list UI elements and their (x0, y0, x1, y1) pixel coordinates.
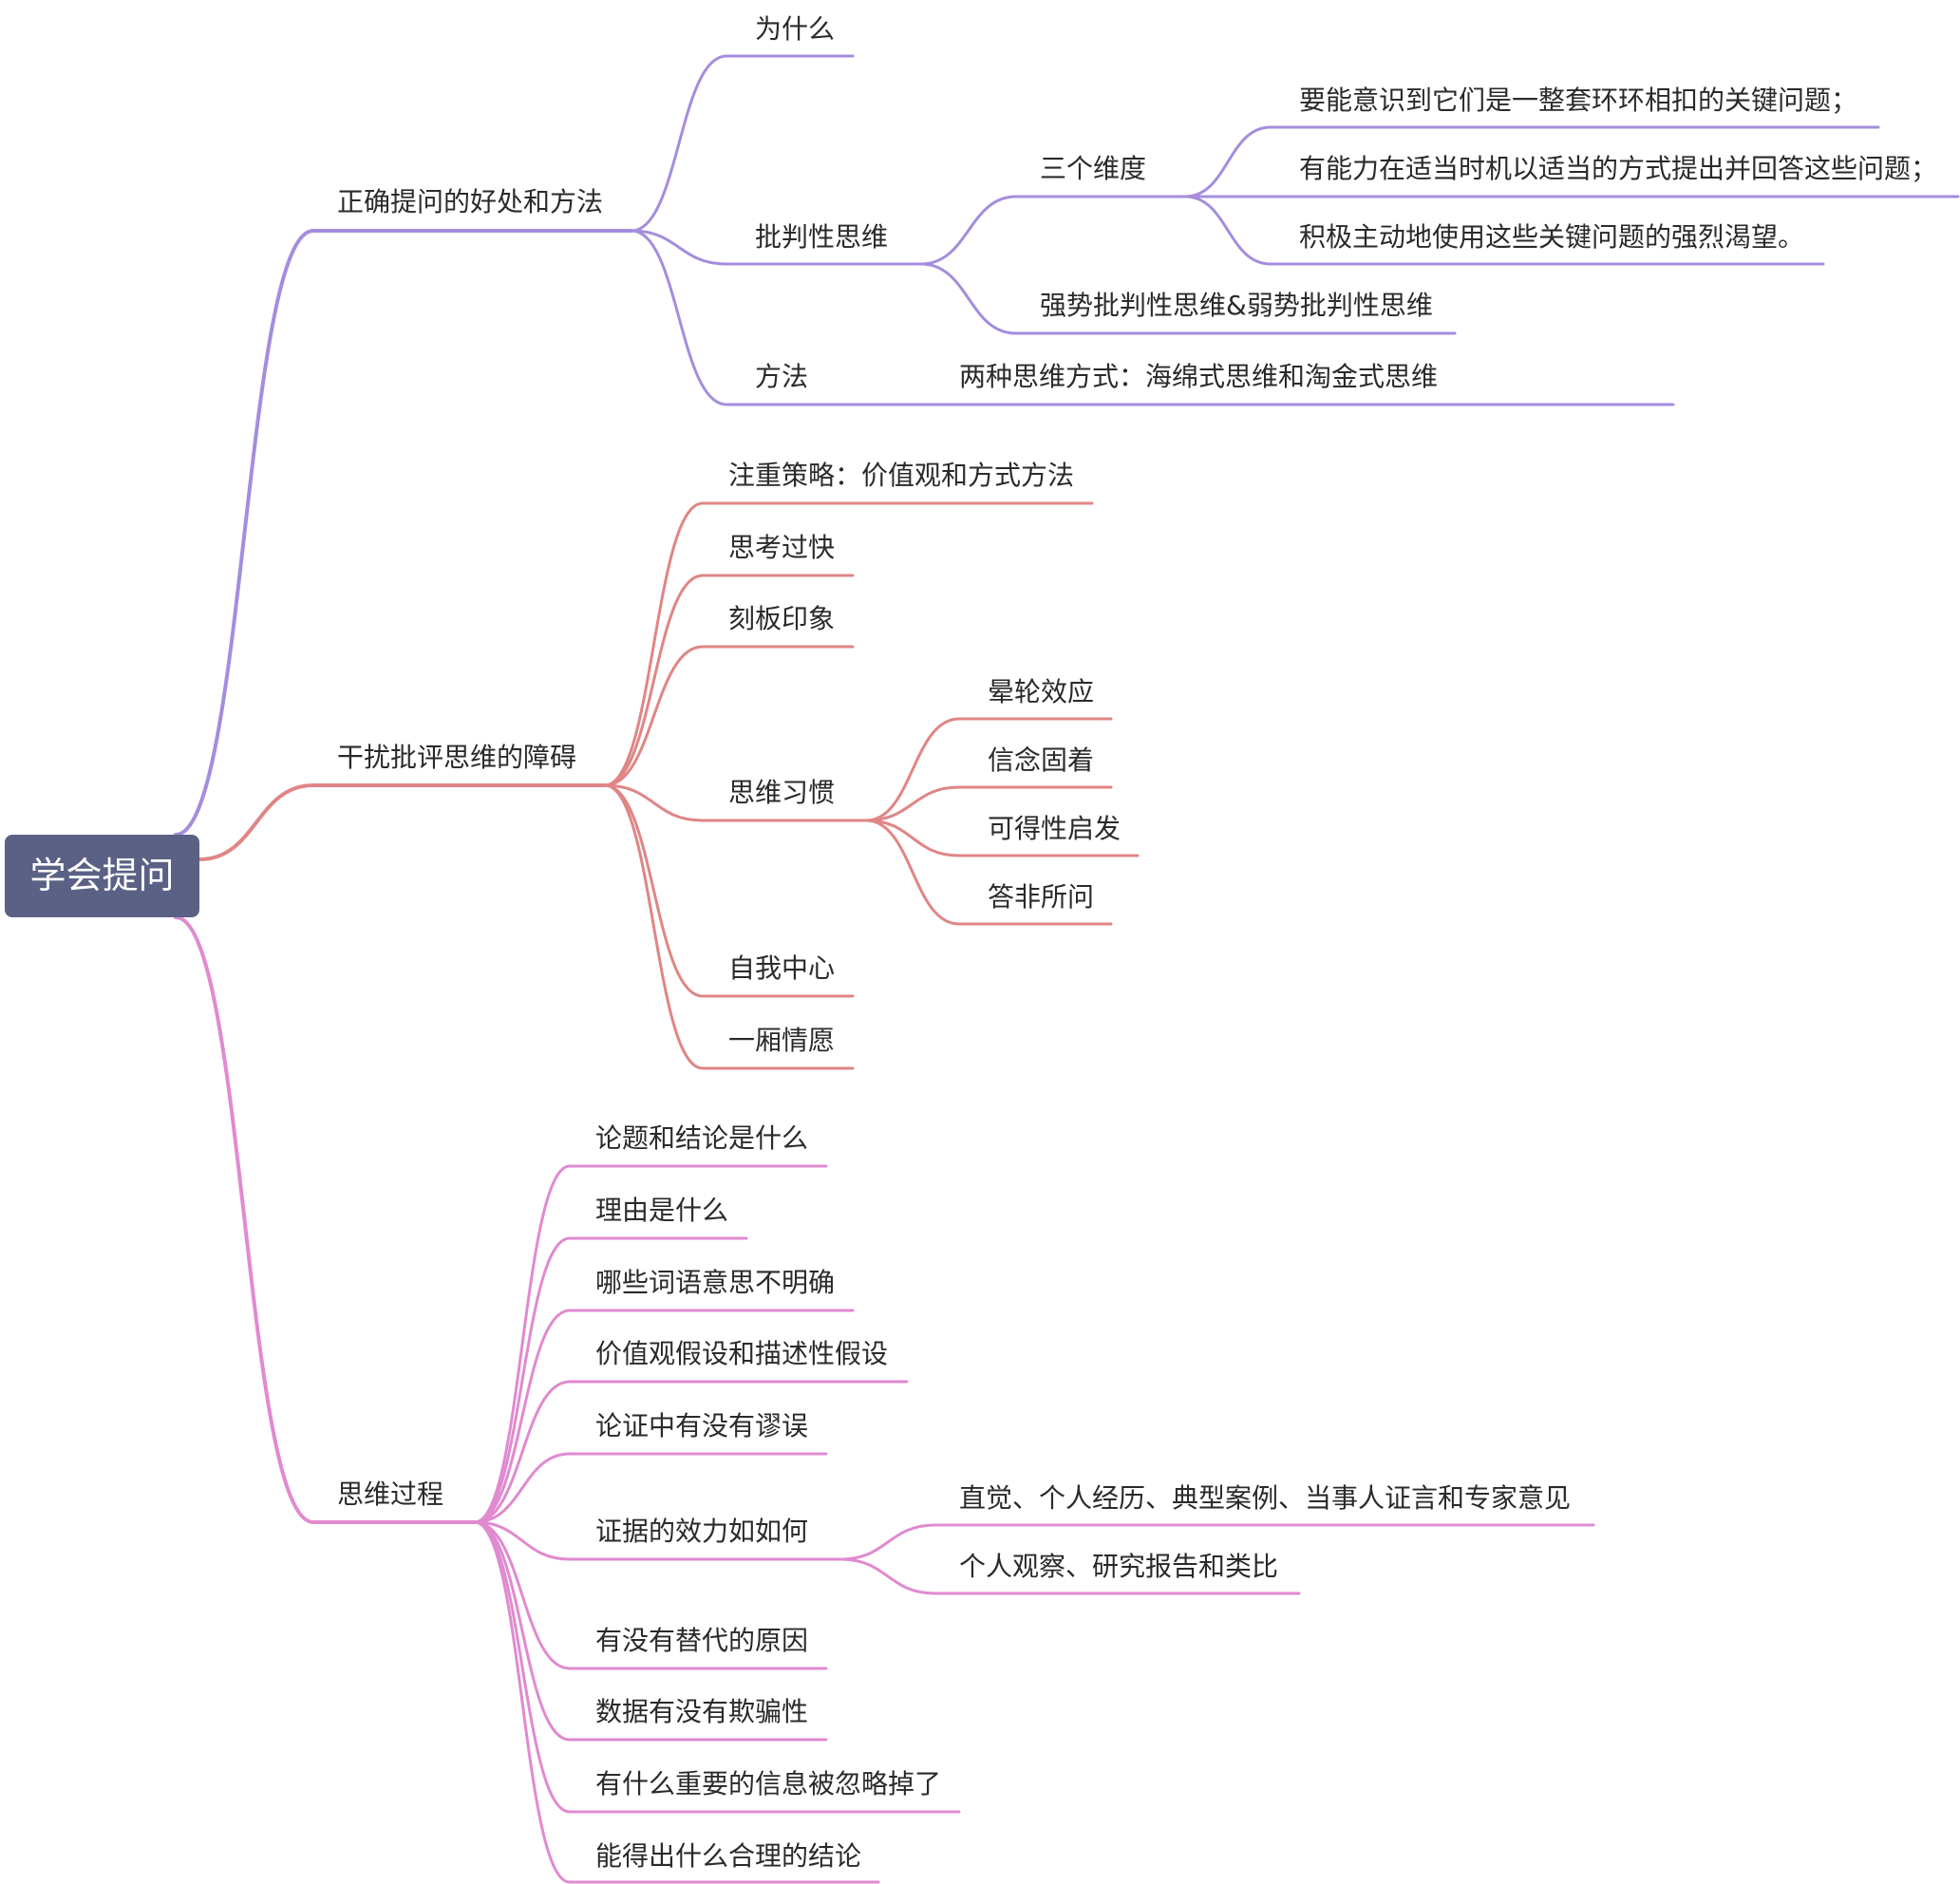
connector-curve (864, 717, 961, 822)
leaf-stereotype[interactable]: 刻板印象 (728, 603, 836, 634)
connector-curve (473, 1520, 572, 1742)
subtopic-why[interactable]: 为什么 (755, 13, 836, 45)
leaf-ambiguous-words[interactable]: 哪些词语意思不明确 (595, 1267, 836, 1298)
leaf-egocentrism[interactable]: 自我中心 (728, 952, 836, 984)
connector-curve (473, 1452, 572, 1524)
leaf-deceptive-statistics[interactable]: 数据有没有欺骗性 (595, 1696, 809, 1727)
subtopic-method[interactable]: 方法 (755, 361, 809, 392)
connector-curve (473, 1520, 572, 1884)
connector-curve (603, 574, 705, 787)
connector-curve (174, 915, 315, 1524)
topic-thinking-process[interactable]: 思维过程 (337, 1479, 444, 1510)
leaf-wishful-thinking[interactable]: 一厢情愿 (728, 1025, 836, 1056)
leaf-availability-heuristic[interactable]: 可得性启发 (988, 813, 1121, 844)
leaf-strategy[interactable]: 注重策略：价值观和方式方法 (728, 460, 1075, 491)
leaf-assumptions[interactable]: 价值观假设和描述性假设 (595, 1338, 889, 1369)
root-node[interactable] (5, 835, 199, 917)
leaf-issue-conclusion[interactable]: 论题和结论是什么 (595, 1122, 809, 1154)
leaf-thinking-too-fast[interactable]: 思考过快 (728, 532, 836, 563)
leaf-belief-perseverance[interactable]: 信念固着 (988, 744, 1095, 776)
connector-curve (603, 501, 705, 787)
connector-curve (630, 229, 728, 406)
subtopic-critical-thinking[interactable]: 批判性思维 (755, 221, 889, 253)
topic-benefits-methods[interactable]: 正确提问的好处和方法 (337, 186, 604, 217)
leaf-dimension-ability[interactable]: 有能力在适当时机以适当的方式提出并回答这些问题； (1299, 153, 1938, 184)
subtopic-thinking-habits[interactable]: 思维习惯 (728, 777, 836, 808)
connector-curve (1183, 125, 1272, 198)
mind-map-connectors (174, 54, 1960, 1884)
connector-curve (603, 783, 705, 1070)
leaf-irrelevant-answer[interactable]: 答非所问 (988, 881, 1095, 913)
leaf-reasons[interactable]: 理由是什么 (595, 1195, 729, 1226)
connector-curve (919, 262, 1018, 335)
connector-curve (839, 1523, 937, 1561)
connector-curve (630, 54, 728, 233)
connector-curve (174, 229, 315, 837)
connector-curve (864, 785, 961, 822)
connector-curve (630, 229, 728, 266)
leaf-strong-weak-critical-thinking[interactable]: 强势批判性思维&弱势批判性思维 (1040, 290, 1433, 321)
leaf-two-thinking-styles[interactable]: 两种思维方式：海绵式思维和淘金式思维 (959, 361, 1439, 392)
connector-curve (603, 783, 705, 998)
leaf-evidence-intuition[interactable]: 直觉、个人经历、典型案例、当事人证言和专家意见 (959, 1482, 1572, 1514)
leaf-omitted-information[interactable]: 有什么重要的信息被忽略掉了 (595, 1768, 942, 1799)
leaf-evidence-observation[interactable]: 个人观察、研究报告和类比 (959, 1551, 1279, 1582)
connector-curve (864, 819, 961, 857)
connector-curve (473, 1309, 572, 1524)
connector-curve (473, 1520, 572, 1670)
root-node-label: 学会提问 (29, 855, 175, 896)
connector-curve (473, 1236, 572, 1524)
leaf-fallacies[interactable]: 论证中有没有谬误 (595, 1410, 809, 1441)
connector-curve (603, 783, 705, 822)
connector-curve (473, 1520, 572, 1561)
connector-curve (473, 1520, 572, 1814)
leaf-dimension-awareness[interactable]: 要能意识到它们是一整套环环相扣的关键问题； (1299, 85, 1858, 116)
connector-curve (473, 1380, 572, 1524)
connector-curve (864, 819, 961, 926)
connector-curve (603, 645, 705, 787)
leaf-reasonable-conclusions[interactable]: 能得出什么合理的结论 (595, 1840, 862, 1872)
leaf-rival-causes[interactable]: 有没有替代的原因 (595, 1625, 809, 1656)
connector-curve (473, 1164, 572, 1524)
node-three-dimensions[interactable]: 三个维度 (1040, 153, 1147, 184)
connector-curve (839, 1557, 937, 1595)
leaf-halo-effect[interactable]: 晕轮效应 (988, 676, 1095, 707)
leaf-dimension-desire[interactable]: 积极主动地使用这些关键问题的强烈渴望。 (1299, 221, 1805, 253)
connector-curve (919, 195, 1018, 266)
connector-curve (1183, 195, 1272, 266)
topic-obstacles[interactable]: 干扰批评思维的障碍 (337, 742, 577, 773)
subtopic-evidence-strength[interactable]: 证据的效力如如何 (595, 1516, 809, 1547)
connector-curve (198, 783, 315, 861)
